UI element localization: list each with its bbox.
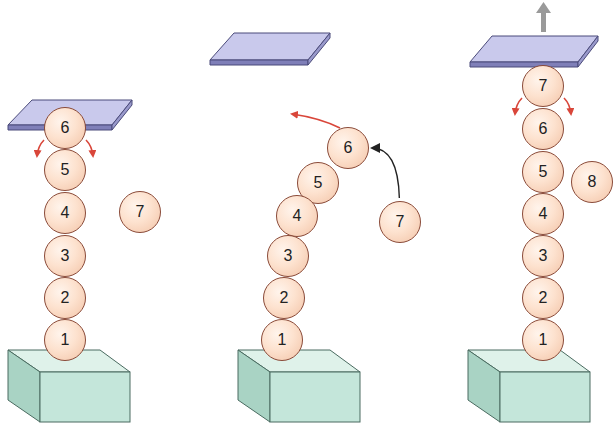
bead-circle: 4 [44,192,86,234]
bead-number: 6 [61,120,70,136]
bead-number: 3 [539,248,548,264]
bead-circle: 1 [261,319,303,361]
bead-circle: 3 [267,235,309,277]
bead-circle: 4 [276,195,318,237]
bead-number: 6 [344,140,353,156]
bead-circle: 7 [522,65,564,107]
bead-number: 8 [588,174,597,190]
bead-number: 1 [539,332,548,348]
bead-number: 5 [314,175,323,191]
bead-number: 4 [61,205,70,221]
bead-number: 1 [278,332,287,348]
bead-circle: 2 [263,277,305,319]
bead-number: 7 [136,204,145,220]
bead-number: 4 [293,208,302,224]
bead-number: 3 [61,248,70,264]
bead-circle: 6 [522,108,564,150]
bead-number: 2 [539,290,548,306]
plate [8,33,598,130]
bead-number: 5 [61,162,70,178]
bead-number: 5 [539,164,548,180]
bead-number: 2 [280,290,289,306]
motion-arrow [37,98,571,156]
bead-number: 3 [284,248,293,264]
bead-circle: 7 [379,201,421,243]
bead-circle: 7 [119,191,161,233]
bead-circle: 4 [522,193,564,235]
bead-circle: 6 [327,127,369,169]
bead-number: 7 [539,78,548,94]
bead-circle: 5 [44,149,86,191]
bead-circle: 6 [44,107,86,149]
bead-number: 7 [396,214,405,230]
bead-circle: 8 [571,161,613,203]
bead-number: 4 [539,206,548,222]
bead-circle: 3 [522,235,564,277]
bead-circle: 5 [522,151,564,193]
bead-number: 2 [61,290,70,306]
bead-circle: 3 [44,235,86,277]
bead-circle: 2 [44,277,86,319]
move-arrow [372,148,399,198]
bead-circle: 1 [44,319,86,361]
bead-number: 1 [61,332,70,348]
bead-circle: 1 [522,319,564,361]
bead-number: 6 [539,121,548,137]
base-block [8,350,590,422]
lift-arrow [536,2,551,32]
bead-circle: 2 [522,277,564,319]
